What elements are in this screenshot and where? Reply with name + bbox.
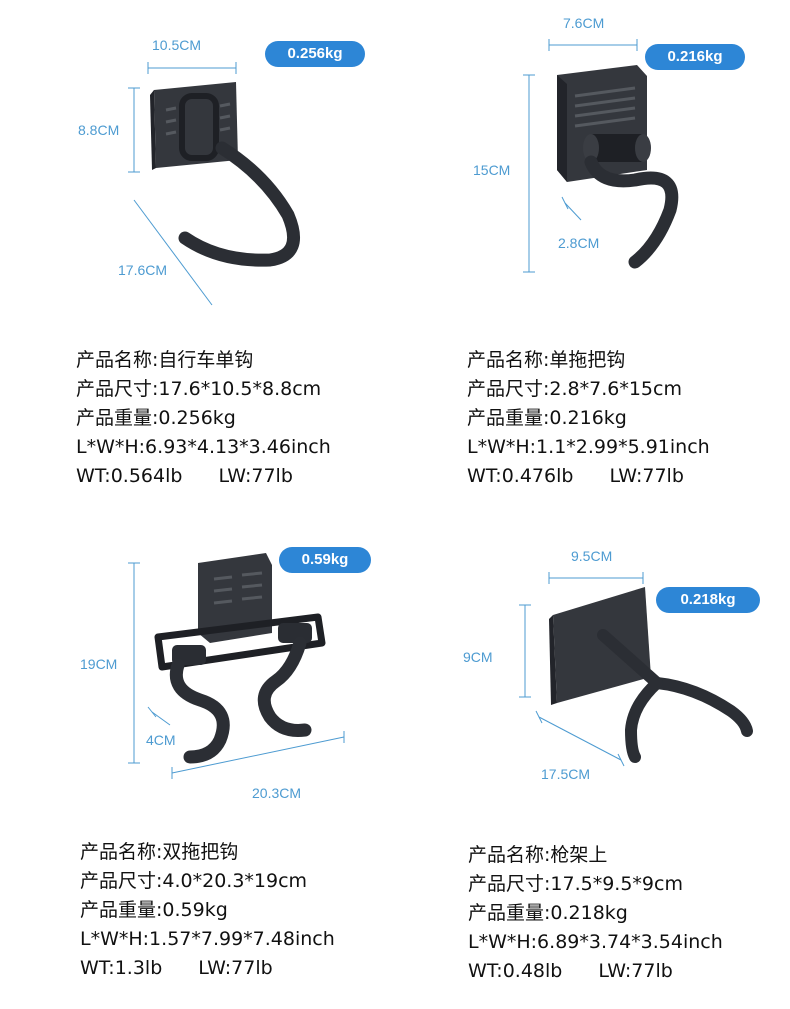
product-size: 产品尺寸:4.0*20.3*19cm (80, 870, 308, 892)
product-name: 产品名称:自行车单钩 (76, 349, 254, 371)
product-lw: LW:77lb (198, 957, 273, 979)
product-card-bike: 10.5CM 8.8CM 17.6CM 0.256kg 产品名称:自行车单钩 产… (0, 0, 395, 504)
product-lwh: L*W*H:1.57*7.99*7.48inch (80, 928, 335, 950)
product-weight: 产品重量:0.59kg (80, 899, 228, 921)
weight-load-row: WT:1.3lb LW:77lb (80, 954, 335, 983)
gun-rack-illustration: 9.5CM 9CM 17.5CM (463, 548, 753, 782)
dim-height-label: 15CM (473, 162, 510, 178)
dim-depth-label: 2.8CM (558, 235, 599, 251)
weight-badge: 0.218kg (656, 587, 760, 613)
dim-height-label: 19CM (80, 656, 117, 672)
product-lw: LW:77lb (218, 465, 293, 487)
single-mop-illustration: 7.6CM 15CM 2.8CM (473, 15, 679, 273)
weight-load-row: WT:0.564lb LW:77lb (76, 462, 331, 491)
bike-hook-product (150, 82, 301, 267)
double-mop-illustration: 19CM 4CM 20.3CM (80, 553, 345, 801)
dim-height-label: 8.8CM (78, 122, 119, 138)
weight-load-row: WT:0.48lb LW:77lb (468, 957, 723, 986)
gun-rack-product (549, 587, 753, 763)
product-name: 产品名称:双拖把钩 (80, 841, 239, 863)
product-weight: 产品重量:0.216kg (467, 407, 627, 429)
product-weight: 产品重量:0.218kg (468, 902, 628, 924)
single-mop-product (557, 65, 679, 269)
dim-depth-label: 4CM (146, 732, 176, 748)
dim-length-label: 17.6CM (118, 262, 167, 278)
product-weight: 产品重量:0.256kg (76, 407, 236, 429)
spec-block: 产品名称:枪架上 产品尺寸:17.5*9.5*9cm 产品重量:0.218kg … (468, 841, 723, 986)
product-card-gun-rack: 9.5CM 9CM 17.5CM 0.218kg 产品名称:枪架上 产品尺寸:1… (395, 505, 790, 1009)
dim-length-label: 17.5CM (541, 766, 590, 782)
bike-hook-illustration: 10.5CM 8.8CM 17.6CM (78, 37, 301, 306)
product-lw: LW:77lb (598, 960, 673, 982)
spec-block: 产品名称:双拖把钩 产品尺寸:4.0*20.3*19cm 产品重量:0.59kg… (80, 838, 335, 983)
product-wt: WT:1.3lb (80, 957, 163, 979)
product-card-single-mop: 7.6CM 15CM 2.8CM 0.216kg 产品名称:单拖把钩 产品尺寸:… (395, 0, 790, 504)
product-wt: WT:0.564lb (76, 465, 183, 487)
product-size: 产品尺寸:17.6*10.5*8.8cm (76, 378, 322, 400)
product-lwh: L*W*H:6.93*4.13*3.46inch (76, 436, 331, 458)
product-wt: WT:0.476lb (467, 465, 574, 487)
product-lwh: L*W*H:6.89*3.74*3.54inch (468, 931, 723, 953)
product-wt: WT:0.48lb (468, 960, 563, 982)
weight-badge: 0.256kg (265, 41, 365, 67)
spec-block: 产品名称:单拖把钩 产品尺寸:2.8*7.6*15cm 产品重量:0.216kg… (467, 346, 710, 491)
product-name: 产品名称:单拖把钩 (467, 349, 626, 371)
weight-load-row: WT:0.476lb LW:77lb (467, 462, 710, 491)
dim-width-label: 10.5CM (152, 37, 201, 53)
dim-width-label: 20.3CM (252, 785, 301, 801)
product-card-double-mop: 19CM 4CM 20.3CM 0.59kg 产品名称:双拖把钩 产品尺寸:4.… (0, 505, 395, 1009)
product-size: 产品尺寸:17.5*9.5*9cm (468, 873, 683, 895)
product-size: 产品尺寸:2.8*7.6*15cm (467, 378, 682, 400)
spec-block: 产品名称:自行车单钩 产品尺寸:17.6*10.5*8.8cm 产品重量:0.2… (76, 346, 331, 491)
product-name: 产品名称:枪架上 (468, 844, 608, 866)
product-lwh: L*W*H:1.1*2.99*5.91inch (467, 436, 710, 458)
weight-badge: 0.59kg (279, 547, 371, 573)
dim-width-label: 9.5CM (571, 548, 612, 564)
double-mop-product (154, 553, 326, 764)
dim-width-label: 7.6CM (563, 15, 604, 31)
weight-badge: 0.216kg (645, 44, 745, 70)
dim-height-label: 9CM (463, 649, 493, 665)
product-lw: LW:77lb (609, 465, 684, 487)
